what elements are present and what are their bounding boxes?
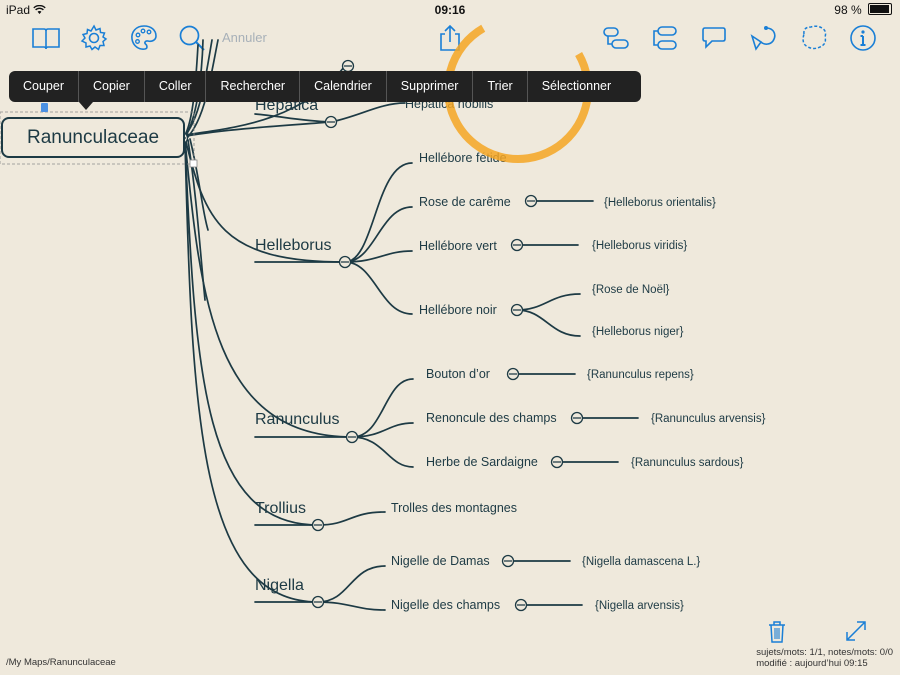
menu-item-delete[interactable]: Supprimer [387,71,474,102]
context-menu-arrow [79,102,93,110]
document-stats: sujets/mots: 1/1, notes/mots: 0/0 modifi… [756,647,893,669]
topic-helleborus[interactable]: Helleborus [255,237,331,254]
note-nigella-damascena[interactable]: {Nigella damascena L.} [582,556,700,568]
menu-item-search[interactable]: Rechercher [206,71,301,102]
file-path: /My Maps/Ranunculaceae [6,657,116,668]
stats-modified: modifié : aujourd’hui 09:15 [756,658,868,669]
trash-icon[interactable] [764,618,790,644]
menu-item-paste[interactable]: Coller [145,71,207,102]
menu-item-sort[interactable]: Trier [473,71,528,102]
battery-level: 98 % [834,3,862,17]
topic-hellebore-vert[interactable]: Hellébore vert [419,239,497,253]
callout-icon[interactable] [698,22,730,54]
topic-bouton-dor[interactable]: Bouton d’or [426,367,490,381]
menu-item-calendar[interactable]: Calendrier [300,71,387,102]
info-icon[interactable] [847,22,879,54]
note-nigella-arvensis[interactable]: {Nigella arvensis} [595,600,684,612]
boundary-icon[interactable] [798,22,830,54]
context-menu: Couper Copier Coller Rechercher Calendri… [9,71,641,102]
topic-nigelle-de-damas[interactable]: Nigelle de Damas [391,554,490,568]
note-helleborus-orientalis[interactable]: {Helleborus orientalis} [604,197,716,209]
note-ranunculus-sardous[interactable]: {Ranunculus sardous} [631,457,744,469]
expand-icon[interactable] [843,618,869,644]
topic-renoncule-des-champs[interactable]: Renoncule des champs [426,411,557,425]
topic-root-ranunculaceae[interactable]: Ranunculaceae [1,117,185,158]
note-ranunculus-repens[interactable]: {Ranunculus repens} [587,369,694,381]
topic-herbe-de-sardaigne[interactable]: Herbe de Sardaigne [426,455,538,469]
share-icon[interactable] [434,22,466,54]
add-child-topic-icon[interactable] [600,22,632,54]
battery-icon [868,3,892,15]
toolbar: Annuler [0,20,900,60]
wifi-icon [33,3,47,17]
topic-trolles-des-montagnes[interactable]: Trolles des montagnes [391,501,517,515]
topic-trollius[interactable]: Trollius [255,500,306,517]
menu-item-copy[interactable]: Copier [79,71,145,102]
topic-nigelle-des-champs[interactable]: Nigelle des champs [391,598,500,612]
selection-outline [0,111,195,165]
add-sibling-topic-icon[interactable] [650,22,682,54]
palette-icon[interactable] [128,22,160,54]
gear-icon[interactable] [78,22,110,54]
topic-nigella[interactable]: Nigella [255,577,304,594]
clock: 09:16 [434,3,466,17]
topic-hellebore-noir[interactable]: Hellébore noir [419,303,497,317]
resize-handle[interactable] [189,159,198,168]
menu-item-cut[interactable]: Couper [9,71,79,102]
stats-counts: sujets/mots: 1/1, notes/mots: 0/0 [756,647,893,658]
topic-ranunculus[interactable]: Ranunculus [255,411,340,428]
note-marker-icon [41,103,48,112]
book-icon[interactable] [30,22,62,54]
undo-button[interactable]: Annuler [222,30,267,45]
menu-item-select[interactable]: Sélectionner [541,79,612,93]
note-helleborus-viridis[interactable]: {Helleborus viridis} [592,240,687,252]
status-bar: iPad 09:16 98 % [0,0,900,20]
device-name: iPad [6,3,31,17]
note-ranunculus-arvensis[interactable]: {Ranunculus arvensis} [651,413,766,425]
note-rose-de-noel[interactable]: {Rose de Noël} [592,284,670,296]
relationship-icon[interactable] [748,22,780,54]
topic-rose-de-careme[interactable]: Rose de carême [419,195,511,209]
note-helleborus-niger[interactable]: {Helleborus niger} [592,326,684,338]
